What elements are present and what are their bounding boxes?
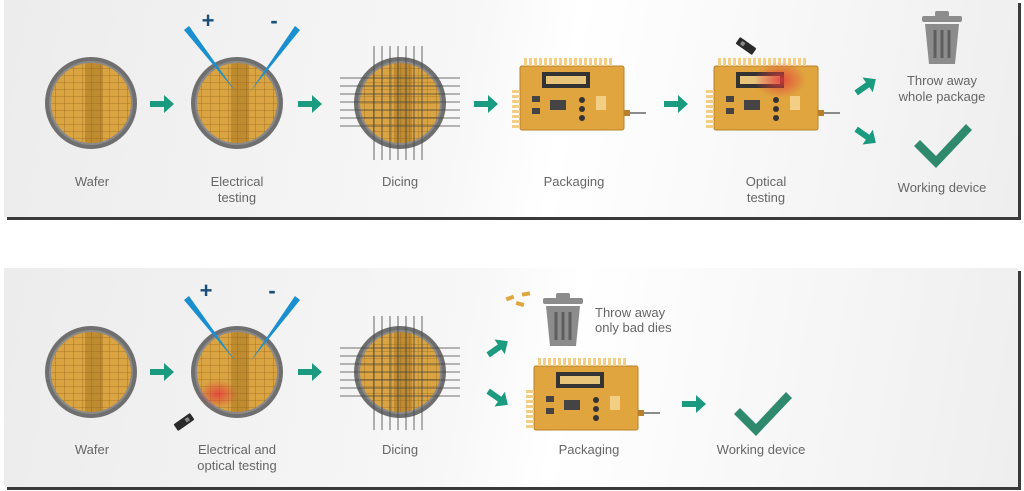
conventional-flow-art: + - xyxy=(4,8,972,168)
arrow-icon xyxy=(298,95,322,113)
step-label: Optical testing xyxy=(745,174,787,205)
probe-needle-left xyxy=(184,296,236,362)
step-label: Electrical and optical testing xyxy=(197,442,277,473)
reject-outcome-label: Throw away whole package xyxy=(898,73,986,104)
optical-test-board-illustration xyxy=(705,37,841,131)
probe-needle-left xyxy=(184,26,236,92)
step-label: Electrical testing xyxy=(210,174,264,205)
pass-outcome-label: Working device xyxy=(897,180,987,195)
conventional-flow-panel: + - Wafer xyxy=(4,0,1018,217)
diced-wafer-illustration xyxy=(340,316,460,430)
wafer-with-probes-illustration xyxy=(184,26,300,149)
arrow-icon xyxy=(150,363,174,381)
wafer-illustration xyxy=(45,57,137,149)
step-label: Dicing xyxy=(381,174,419,189)
probe-needle-right xyxy=(250,26,300,92)
step-label: Wafer xyxy=(74,174,110,189)
check-icon xyxy=(914,124,972,168)
arrow-icon xyxy=(298,363,322,381)
trash-icon xyxy=(541,291,585,348)
packaged-board-illustration xyxy=(525,357,661,431)
arrow-icon xyxy=(150,95,174,113)
arrow-icon xyxy=(474,95,498,113)
laser-spot xyxy=(198,380,238,408)
reject-outcome-label: Throw away only bad dies xyxy=(595,305,672,335)
step-label: Packaging xyxy=(558,442,620,457)
minus-sign: - xyxy=(268,278,275,303)
laser-source-icon xyxy=(735,37,757,55)
laser-spot xyxy=(754,62,806,98)
plus-sign: + xyxy=(200,278,213,303)
discarded-dies-icon xyxy=(505,291,531,307)
probe-needle-right xyxy=(250,296,300,362)
minus-sign: - xyxy=(270,8,277,33)
trash-icon xyxy=(920,9,964,66)
step-label: Dicing xyxy=(381,442,419,457)
wafer-with-probes-and-laser-illustration xyxy=(173,296,300,431)
check-icon xyxy=(734,392,792,436)
laser-source-icon xyxy=(173,413,195,431)
arrow-icon xyxy=(483,333,513,363)
plus-sign: + xyxy=(202,8,215,33)
arrow-icon xyxy=(851,121,881,151)
integrated-flow-panel: + - Wafer Electrical and optical xyxy=(4,268,1018,487)
integrated-flow-art: + - xyxy=(4,278,792,436)
wafer-illustration xyxy=(45,326,137,418)
step-label: Wafer xyxy=(74,442,110,457)
step-label: Packaging xyxy=(543,174,605,189)
arrow-icon xyxy=(483,383,513,413)
arrow-icon xyxy=(664,95,688,113)
pass-outcome-label: Working device xyxy=(716,442,806,457)
diced-wafer-illustration xyxy=(340,46,460,160)
arrow-icon xyxy=(682,395,706,413)
packaged-board-illustration xyxy=(511,57,647,131)
